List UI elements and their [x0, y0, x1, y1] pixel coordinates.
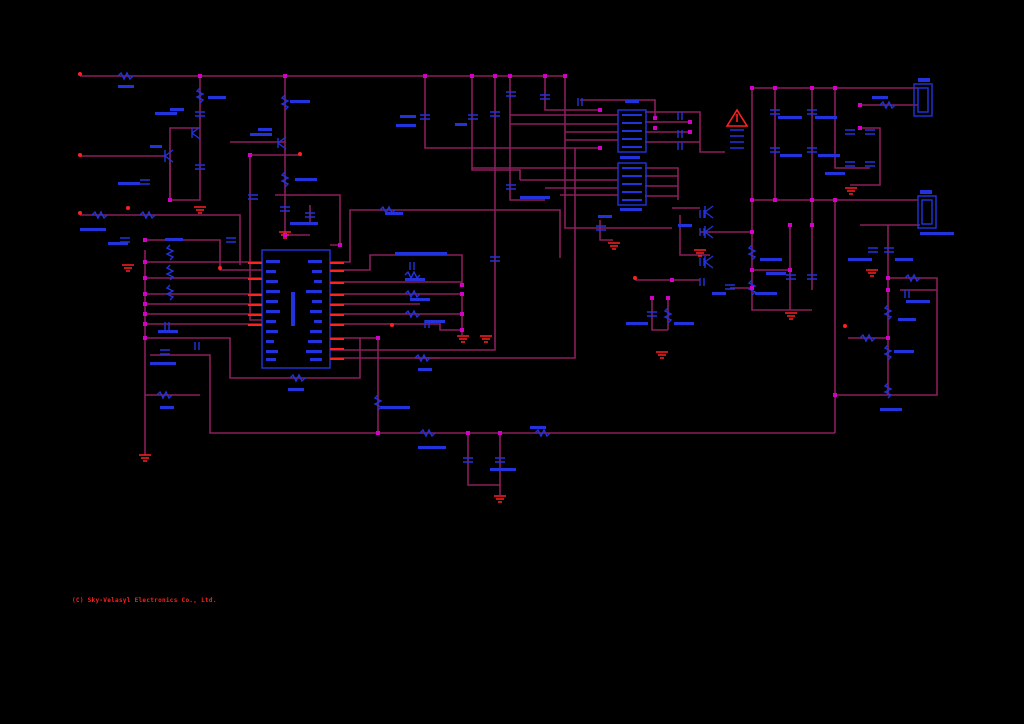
component-labels [80, 85, 954, 471]
resistors [91, 71, 921, 438]
ground-symbols [122, 187, 878, 503]
main-ic [248, 249, 344, 369]
center-ic-lower [617, 162, 647, 206]
ic-pin-labels [266, 260, 322, 361]
input-terminals [78, 72, 847, 328]
copyright-notice: (C) Sky-Velasyl Electronics Co., Ltd. [72, 597, 217, 604]
center-ic-upper [617, 109, 647, 153]
transformer-symbol [725, 108, 749, 149]
connector-mid-right [917, 190, 937, 229]
wires [80, 75, 938, 495]
capacitors [120, 91, 910, 463]
connector-top-right [913, 78, 933, 117]
transistors [164, 126, 714, 269]
junctions [143, 74, 890, 435]
